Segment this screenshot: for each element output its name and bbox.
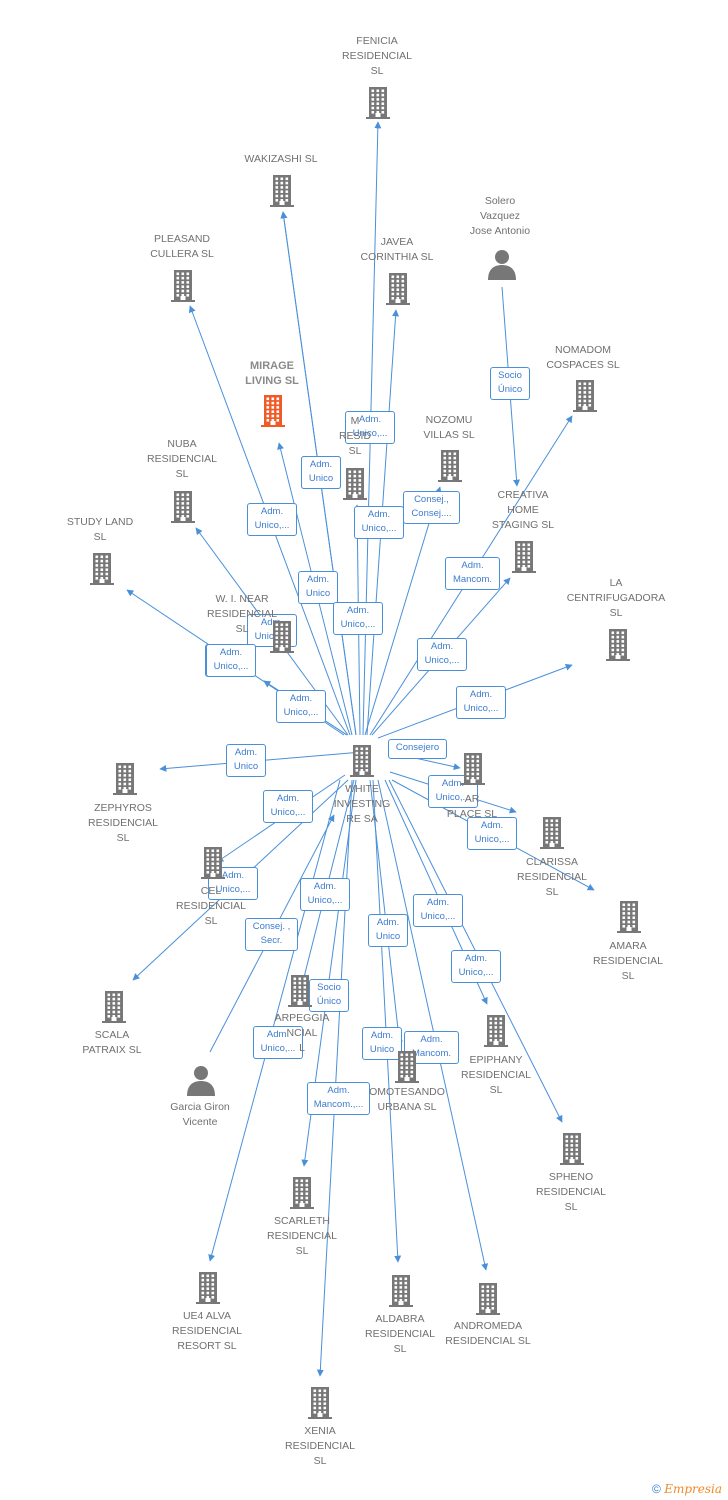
edge-white-nozomu [364,486,442,736]
building-icon[interactable] [555,1131,589,1165]
node-label-creativa[interactable]: CREATIVA HOME STAGING SL [491,489,555,531]
node-label-xenia[interactable]: XENIA RESIDENCIAL SL [284,1425,356,1467]
edge-label-mirage[interactable]: Adm. Unico [298,571,338,604]
edge-white-ue4 [208,779,341,1262]
building-icon[interactable] [612,899,646,933]
copyright-symbol: © [652,1482,661,1496]
edge-label-m_resid[interactable]: Adm. Unico [301,456,341,489]
building-icon[interactable] [384,1273,418,1307]
building-icon[interactable] [456,751,490,785]
edge-label-scala[interactable]: Adm. Unico,... [263,790,313,823]
edge-label-cel[interactable]: Adm. Unico,... [208,867,258,900]
building-icon[interactable] [265,619,299,653]
edge-label-epiphany[interactable]: Adm. Unico,... [413,894,463,927]
edge-label-aldabra[interactable]: Adm. Unico [362,1027,402,1060]
edge-label-wnear[interactable]: Adm. Unico,... [276,690,326,723]
edge-label-nomadom[interactable]: Adm. Mancom. [445,557,500,590]
edge-label-javea[interactable]: Adm. Unico,... [354,506,404,539]
building-icon[interactable] [345,743,379,777]
node-label-zephyros[interactable]: ZEPHYROS RESIDENCIAL SL [87,802,159,844]
edge-label-nozomu[interactable]: Consej., Consej.... [403,491,460,524]
node-label-fenicia[interactable]: FENICIA RESIDENCIAL SL [341,35,413,77]
building-icon[interactable] [479,1013,513,1047]
node-label-nuba[interactable]: NUBA RESIDENCIAL SL [146,438,218,480]
brand-logo: Empresia [664,1482,722,1496]
node-label-wakizashi[interactable]: WAKIZASHI SL [244,153,318,165]
edge-label-scarleth[interactable]: Socio Único [309,979,349,1012]
node-label-mirage[interactable]: MIRAGE LIVING SL [245,360,299,387]
edge-white-andromeda [377,779,489,1271]
node-label-white[interactable]: WHITE INVESTING RE SA [333,783,391,825]
edge-label-omotesando[interactable]: Adm. Unico [368,914,408,947]
node-label-nozomu[interactable]: NOZOMU VILLAS SL [423,414,475,441]
edge-label-spheno[interactable]: Adm. Unico,... [451,950,501,983]
edge-white-aldabra [372,779,402,1263]
node-label-omotesando[interactable]: OMOTESANDO URBANA SL [369,1086,445,1113]
building-icon[interactable] [361,85,395,119]
edge-label-centrifugadora[interactable]: Adm. Unico,... [456,686,506,719]
edge-white-xenia [316,779,353,1377]
node-label-andromeda[interactable]: ANDROMEDA RESIDENCIAL SL [445,1320,531,1347]
building-icon[interactable] [283,973,317,1007]
building-icon[interactable] [108,761,142,795]
node-label-scala[interactable]: SCALA PATRAIX SL [82,1029,142,1056]
node-label-studyland[interactable]: STUDY LAND SL [66,516,134,543]
edge-label-white[interactable]: Consej. , Secr. [245,918,298,951]
node-label-solero[interactable]: Solero Vazquez Jose Antonio [469,195,531,237]
node-label-cel[interactable]: CEL RESIDENCIAL SL [175,885,247,927]
building-icon[interactable] [256,393,290,427]
node-label-pleasand[interactable]: PLEASAND CULLERA SL [150,233,214,260]
building-icon[interactable] [535,815,569,849]
edge-label-creativa[interactable]: Adm. Unico,... [417,638,467,671]
edge-label-zephyros[interactable]: Adm. Unico [226,744,266,777]
edge-label-ue4[interactable]: Adm. Unico,... [253,1026,303,1059]
building-icon[interactable] [433,448,467,482]
edge-label-creativa[interactable]: Socio Único [490,367,530,400]
building-icon[interactable] [338,466,372,500]
node-label-wnear[interactable]: W. I. NEAR RESIDENCIAL SL [206,593,278,635]
edge-label-arpeggia[interactable]: Adm. Unico,... [300,878,350,911]
node-label-nomadom[interactable]: NOMADOM COSPACES SL [546,344,620,371]
building-icon[interactable] [303,1385,337,1419]
node-label-garcia[interactable]: Garcia Giron Vicente [170,1101,230,1128]
edge-label-fenicia[interactable]: Adm. Unico,... [345,411,395,444]
node-label-centrifugadora[interactable]: LA CENTRIFUGADORA SL [566,577,666,619]
building-icon[interactable] [97,989,131,1023]
node-label-ue4[interactable]: UE4 ALVA RESIDENCIAL RESORT SL [171,1310,243,1352]
node-label-arpeggia[interactable]: ARPEGGIA NCIAL L [274,1012,330,1054]
person-icon[interactable] [485,247,519,281]
building-icon[interactable] [166,489,200,523]
edge-label-amara[interactable]: Adm. Unico,... [467,817,517,850]
edge-label-wnear[interactable]: Adm. Unico,... [206,644,256,677]
building-icon[interactable] [471,1281,505,1315]
building-icon[interactable] [85,551,119,585]
building-icon[interactable] [285,1175,319,1209]
building-icon[interactable] [381,271,415,305]
building-icon[interactable] [568,378,602,412]
edge-label-xenia[interactable]: Adm. Mancom.,... [307,1082,370,1115]
edge-label-m_resid[interactable]: Adm. Unico,... [333,602,383,635]
edge-label-place[interactable]: Consejero [388,739,447,759]
building-icon[interactable] [265,173,299,207]
node-label-m_resid[interactable]: M RESID SL [338,415,372,457]
node-label-scarleth[interactable]: SCARLETH RESIDENCIAL SL [266,1215,338,1257]
building-icon[interactable] [166,268,200,302]
building-icon[interactable] [507,539,541,573]
node-label-javea[interactable]: JAVEA CORINTHIA SL [360,236,434,263]
person-icon[interactable] [184,1063,218,1097]
building-icon[interactable] [601,627,635,661]
edge-label-pleasand[interactable]: Adm. Unico,... [247,503,297,536]
building-icon[interactable] [196,845,230,879]
node-label-amara[interactable]: AMARA RESIDENCIAL SL [592,940,664,982]
node-label-place[interactable]: AR PLACE SL [446,793,498,820]
footer-credit: © Empresia [652,1482,722,1496]
node-label-aldabra[interactable]: ALDABRA RESIDENCIAL SL [364,1313,436,1355]
node-label-clarissa[interactable]: CLARISSA RESIDENCIAL SL [516,856,588,898]
building-icon[interactable] [191,1270,225,1304]
building-icon[interactable] [390,1049,424,1083]
node-label-spheno[interactable]: SPHENO RESIDENCIAL SL [535,1171,607,1213]
node-label-epiphany[interactable]: EPIPHANY RESIDENCIAL SL [460,1054,532,1096]
